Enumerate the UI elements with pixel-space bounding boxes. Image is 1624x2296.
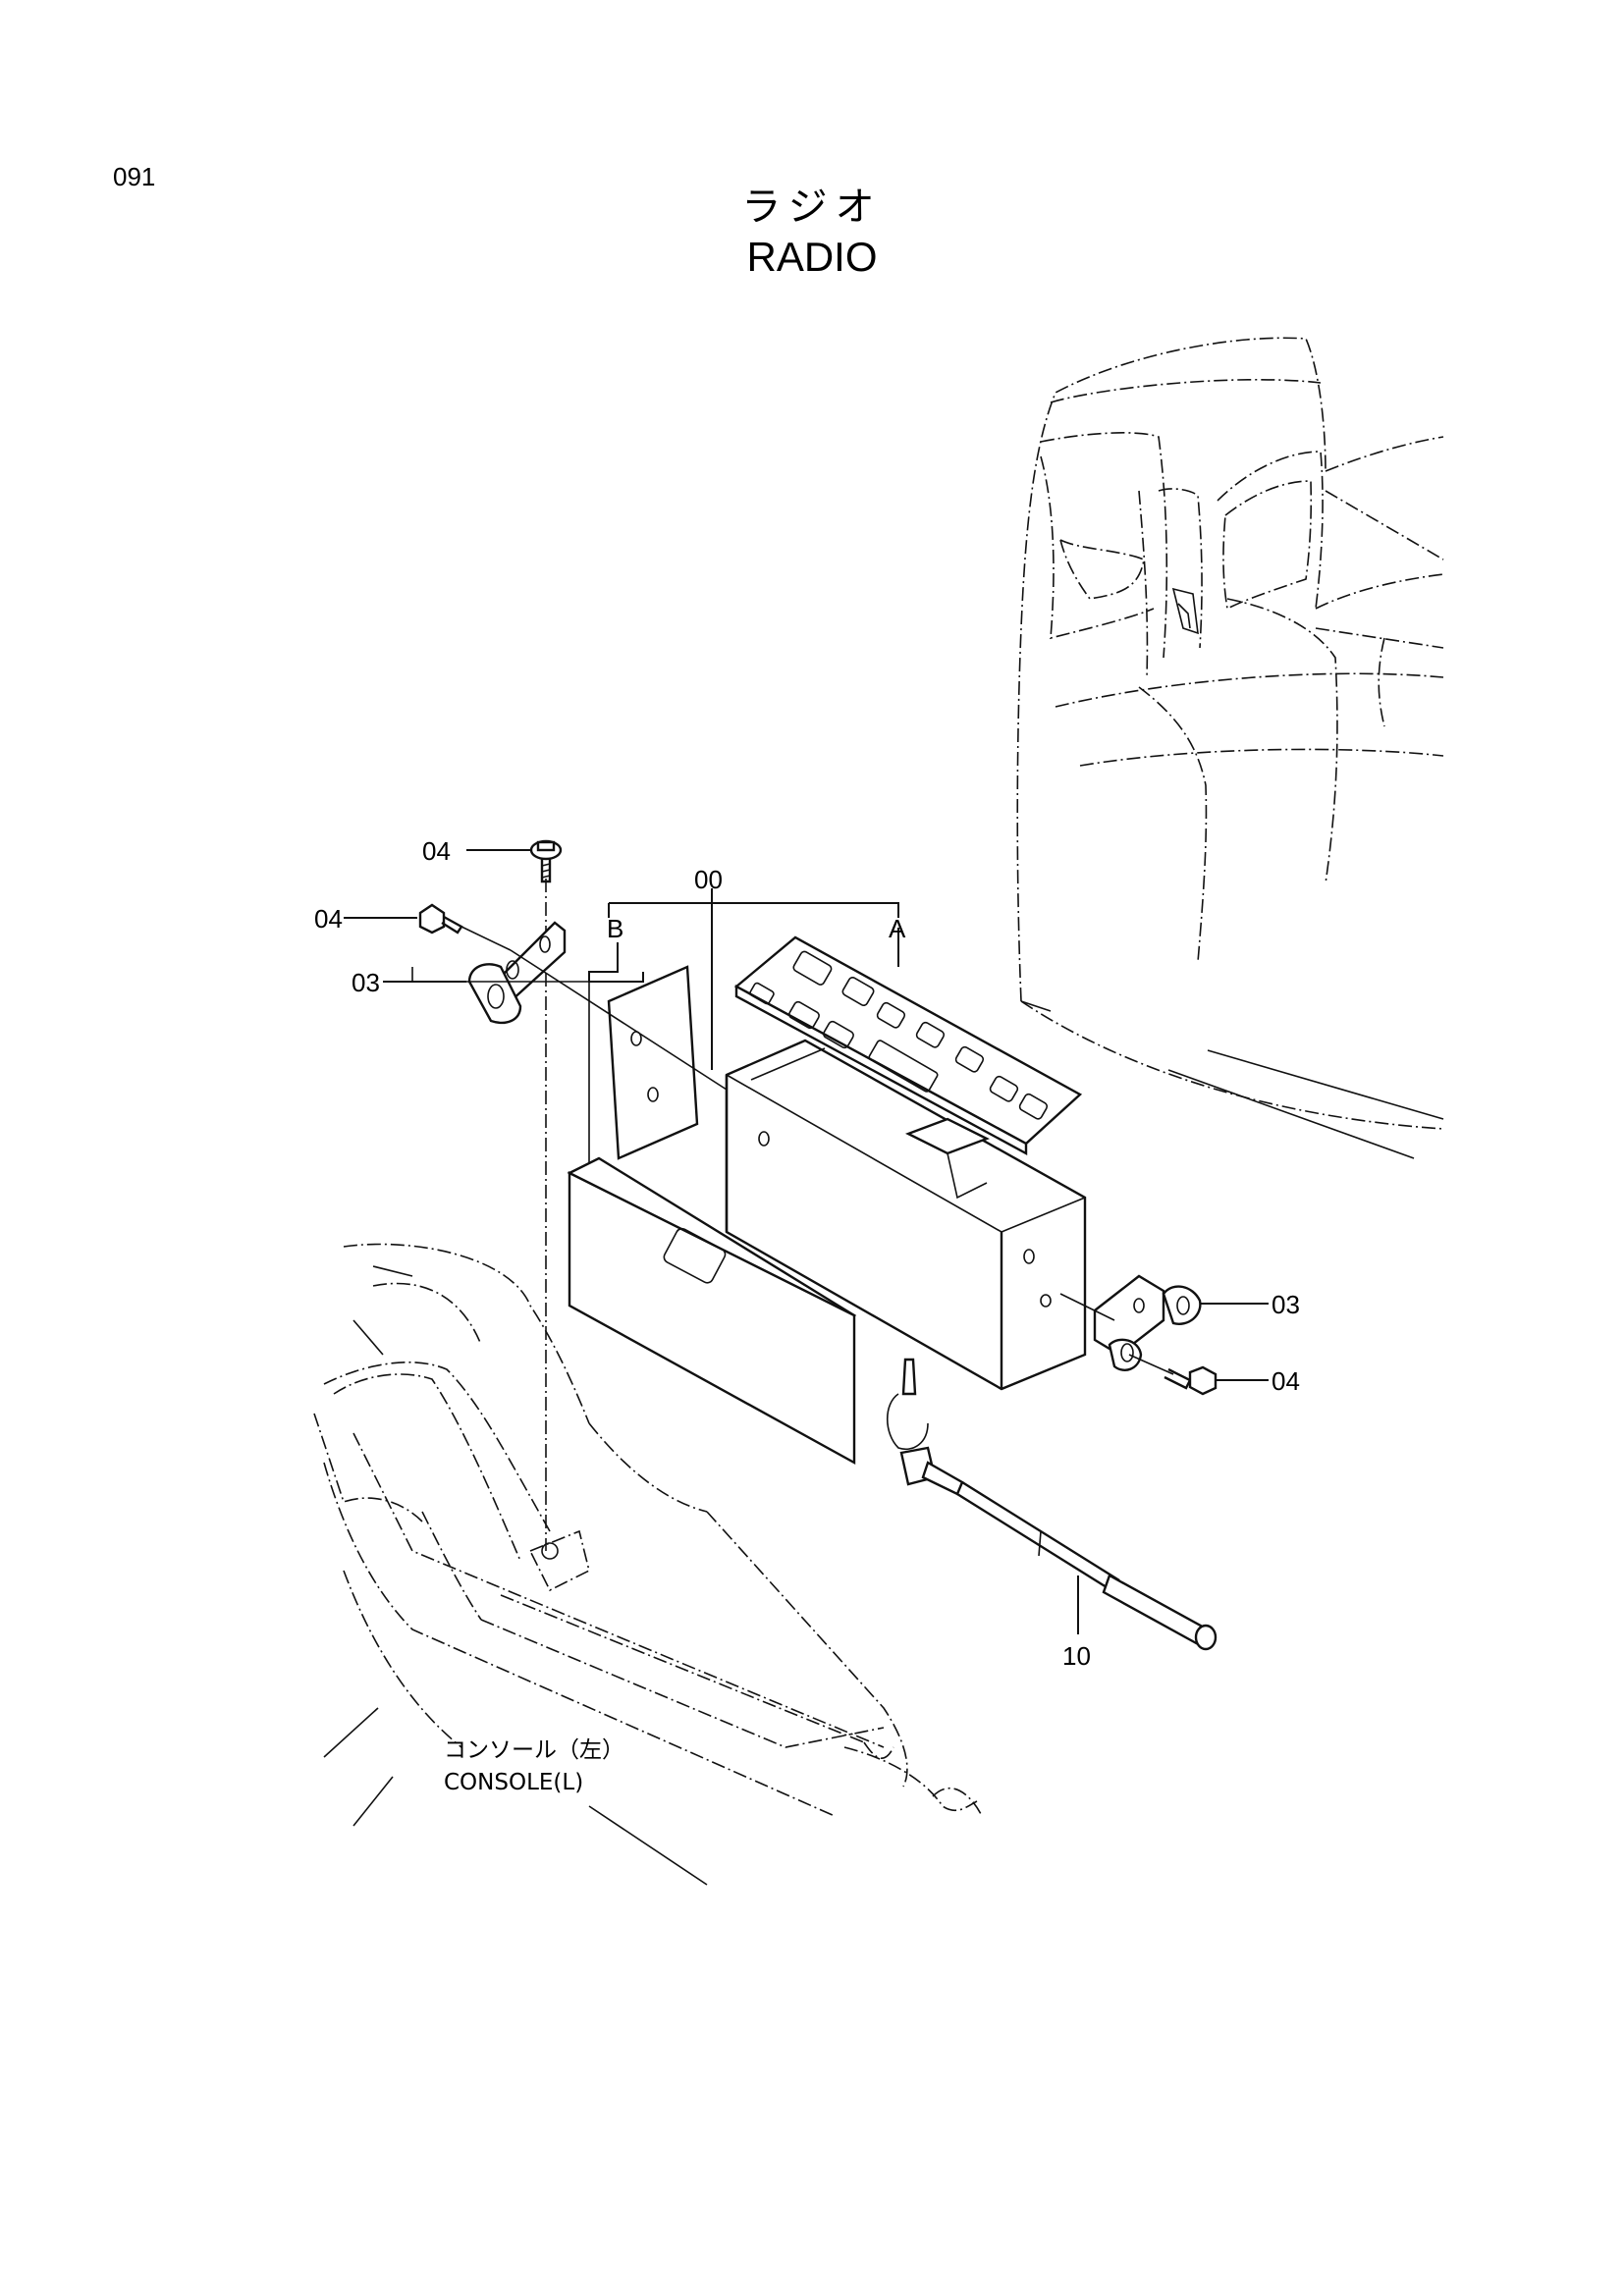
callout-sub-b: B — [607, 914, 623, 943]
radio-housing — [725, 1039, 1087, 1391]
callout-bolt-top: 04 — [422, 836, 451, 866]
title-japanese: ラジオ — [741, 185, 883, 230]
bolt-top — [529, 839, 563, 883]
bracket-plate-b — [411, 949, 857, 1466]
callout-assembly: 00 — [694, 865, 723, 894]
console-label-english: CONSOLE(L) — [444, 1770, 583, 1795]
cab-inset-illustration — [1016, 337, 1444, 1159]
console-left-illustration — [313, 1243, 983, 1886]
antenna-cable — [887, 1358, 1218, 1651]
callout-bolt-left: 04 — [314, 904, 343, 934]
leader-assembly-bracket — [608, 902, 899, 918]
page-number: 091 — [113, 162, 156, 191]
callout-bracket-left: 03 — [352, 968, 380, 997]
callout-bolt-right: 04 — [1272, 1366, 1300, 1396]
bracket-right — [1059, 1274, 1202, 1371]
bolt-left — [418, 903, 512, 951]
callout-sub-a: A — [889, 914, 906, 943]
leader-sub-b — [588, 942, 644, 983]
console-label-japanese: コンソール（左） — [444, 1737, 624, 1763]
callout-antenna: 10 — [1062, 1641, 1091, 1671]
callout-bracket-right: 03 — [1272, 1290, 1300, 1319]
bolt-right — [1128, 1354, 1218, 1396]
title-english: RADIO — [746, 234, 878, 280]
radio-face-plate — [733, 935, 1083, 1156]
